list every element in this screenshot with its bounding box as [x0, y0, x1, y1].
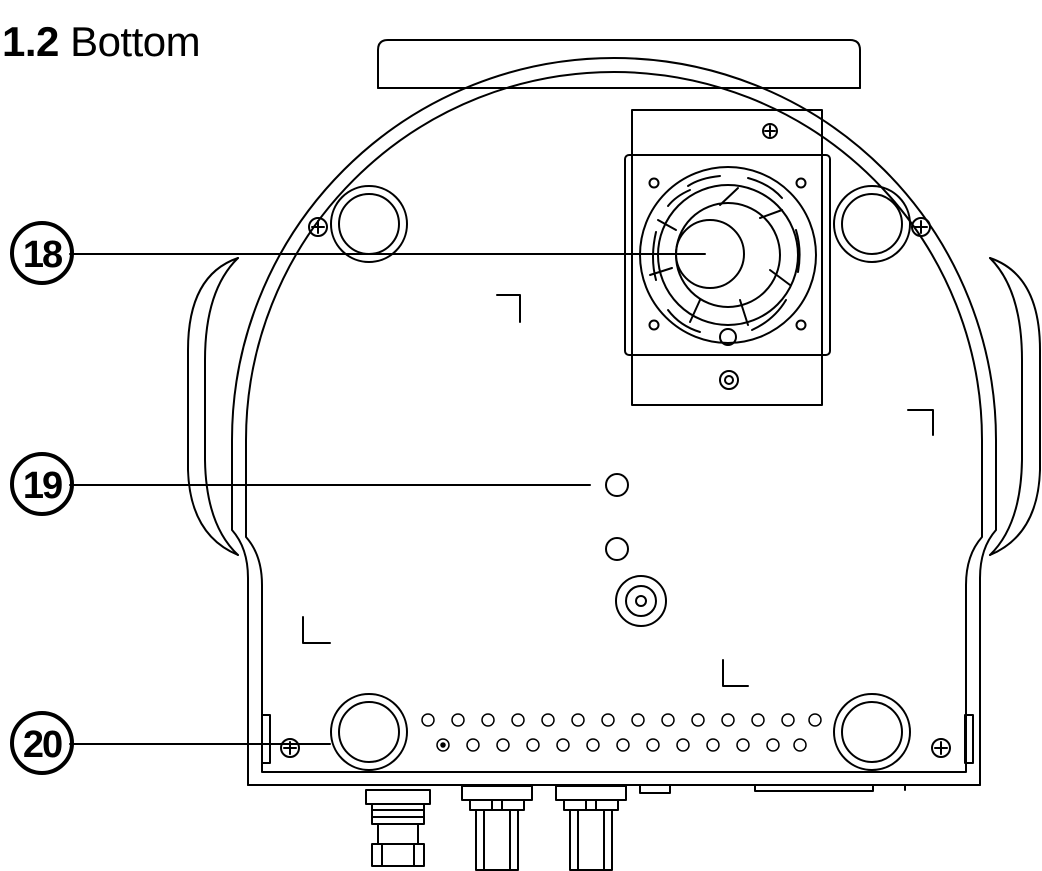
- section-heading: 1.2 Bottom: [2, 18, 201, 66]
- screw-icon: [911, 217, 931, 237]
- alignment-marks: [302, 294, 934, 687]
- bnc-connector-middle: [461, 785, 533, 871]
- screw-icon: [931, 738, 951, 758]
- callout-20-label: 20: [23, 724, 62, 766]
- callout-19: 19: [10, 452, 591, 516]
- bnc-connector-left: [365, 789, 431, 867]
- side-latch-left: [261, 714, 271, 764]
- rubber-foot-bottom-right: [833, 693, 911, 771]
- vent-holes: [421, 713, 822, 752]
- screw-hole: [605, 537, 629, 561]
- tripod-mount: [615, 575, 667, 627]
- screw-icon: [308, 217, 328, 237]
- bottom-edge-details: [639, 784, 906, 794]
- camera-body-outline: [231, 57, 997, 786]
- callout-18: 18: [10, 221, 706, 285]
- screw-icon: [280, 738, 300, 758]
- fan-mount-screw-icon: [762, 123, 778, 139]
- rubber-foot-bottom-left: [330, 693, 408, 771]
- left-side-handle: [187, 257, 239, 556]
- bnc-connector-right: [555, 785, 627, 871]
- screw-hole: [605, 473, 629, 497]
- callout-19-label: 19: [23, 465, 62, 507]
- callout-20: 20: [10, 711, 331, 775]
- callout-18-label: 18: [23, 234, 62, 276]
- section-number: 1.2: [2, 18, 59, 65]
- fan-assembly: [624, 109, 831, 406]
- side-latch-right: [964, 714, 974, 764]
- section-title: Bottom: [70, 18, 201, 65]
- right-side-handle: [989, 257, 1041, 556]
- rubber-foot-top-left: [330, 185, 408, 263]
- rubber-foot-top-right: [833, 185, 911, 263]
- top-mounting-tab: [377, 39, 861, 89]
